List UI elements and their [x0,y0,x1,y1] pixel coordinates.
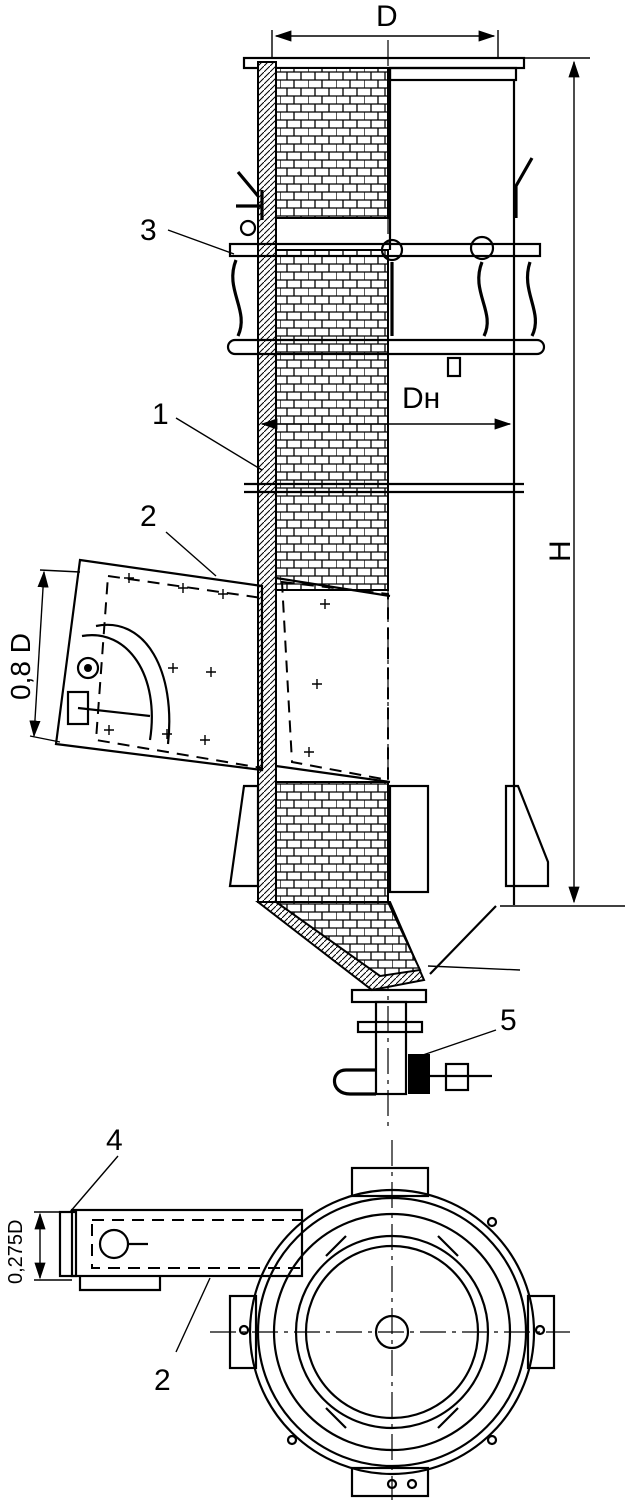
top-cover [388,66,518,82]
label-08d: 0,8 D [5,633,36,700]
plan-outer-shell [248,1188,536,1476]
plan-bolt-5 [486,1216,498,1228]
tap-hook [332,1068,376,1096]
shell-wall [257,61,277,903]
plan-bolt-4 [534,1324,546,1336]
plan-lug-right [526,1294,556,1370]
label-part-2-plan: 2 [154,1364,171,1397]
plan-outer-shell-2 [256,1196,528,1468]
branch-bottom-line [275,764,391,784]
plan-bolt-3 [238,1324,250,1336]
leader-3 [167,229,235,255]
ring-lug-mid [469,235,495,261]
cone-leader [427,965,521,971]
plan-lug-top [350,1166,430,1198]
leader-4 [69,1155,119,1213]
brick-lining-lower [275,781,389,903]
label-part-1: 1 [152,398,169,431]
base-right-foot [504,784,550,888]
branch-top-line [275,576,391,598]
base-cooler [388,784,430,894]
ring-lug-centre [380,238,404,262]
brick-lining-middle [275,249,389,591]
plan-branch-base [78,1276,162,1292]
blast-branch-body [54,558,264,772]
dim-08d-ext-bottom [29,735,61,743]
blast-branch-inner [94,574,263,770]
label-d: D [376,0,398,33]
plan-bolt-7 [486,1434,498,1446]
gear-pivot-inner [84,664,92,672]
label-part-2-side: 2 [140,500,157,533]
cone-bottom-brick [272,901,422,978]
base-left-foot [228,784,260,888]
label-0275d: 0,275D [5,1220,27,1285]
leader-2-plan [175,1277,211,1353]
plan-segments [325,1235,459,1429]
lug-small [446,356,462,378]
label-h: H [544,540,577,562]
gear-lever [77,706,151,718]
label-part-5: 5 [500,1004,517,1037]
plan-lug-left [228,1294,258,1370]
spring-mid [477,261,489,337]
plan-branch-window [98,1228,130,1260]
plan-branch-inner [91,1219,303,1269]
gear-pivot [76,656,100,680]
label-dn: Dн [402,382,440,415]
bracket-left [236,170,264,220]
leader-1 [175,417,263,471]
plan-branch [70,1208,304,1278]
tap-pipe [374,1000,408,1096]
plan-branch-flange [58,1210,78,1278]
plan-lining [294,1234,490,1430]
top-flange [242,56,526,70]
plan-tap-hole [374,1314,410,1350]
tap-clamp [356,1020,424,1034]
gear-handle-box [66,690,90,726]
leader-5 [419,1029,497,1057]
blast-branch-internal [280,580,389,782]
plan-lug-bottom [350,1466,430,1498]
quadrant-gear [81,623,171,745]
bracket-right [514,157,534,218]
tap-flange [350,988,428,1004]
plan-bolt-1 [386,1478,398,1490]
leader-2-side [165,531,217,577]
branch-crosses [104,573,330,757]
plan-ring [272,1212,512,1452]
spring-right [525,261,538,337]
label-part-4: 4 [106,1124,123,1157]
brick-lining-upper [275,67,389,219]
plan-view [34,1140,570,1500]
label-part-3: 3 [140,214,157,247]
plan-bore [304,1244,480,1420]
dim-08d-line [29,570,49,738]
spring-left [231,259,243,337]
ring-lug-left [239,219,257,237]
support-ring-lower [226,338,546,356]
plan-bolt-2 [406,1478,418,1490]
side-view [29,30,625,1130]
tap-actuator [408,1054,430,1094]
cone-right-line [429,905,497,975]
plan-bolt-6 [286,1434,298,1446]
dim-08d-ext-top [39,569,81,573]
